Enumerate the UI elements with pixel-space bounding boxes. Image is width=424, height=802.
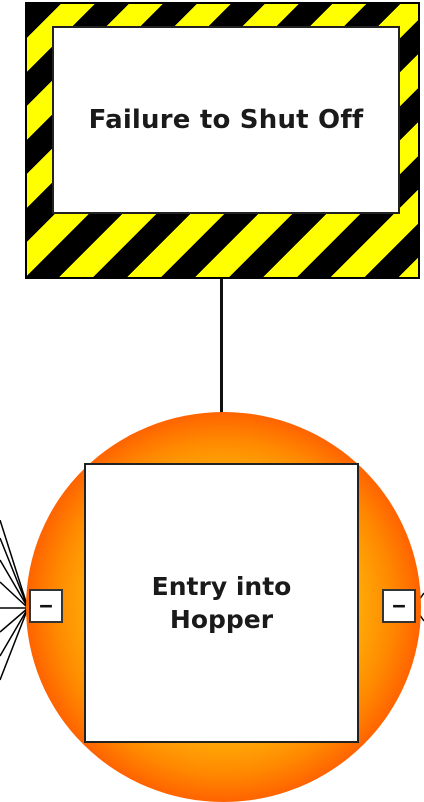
cause-label: Entry into Hopper [152, 570, 292, 636]
cause-label-box: Entry into Hopper [84, 463, 359, 743]
collapse-left-button[interactable]: − [29, 589, 63, 623]
collapse-right-button[interactable]: − [382, 589, 416, 623]
minus-icon: − [392, 594, 405, 619]
minus-icon: − [39, 594, 52, 619]
top-event-node[interactable]: Failure to Shut Off [25, 2, 420, 279]
top-event-label: Failure to Shut Off [89, 105, 364, 135]
connector-line [220, 279, 223, 414]
top-event-label-box: Failure to Shut Off [52, 26, 400, 214]
